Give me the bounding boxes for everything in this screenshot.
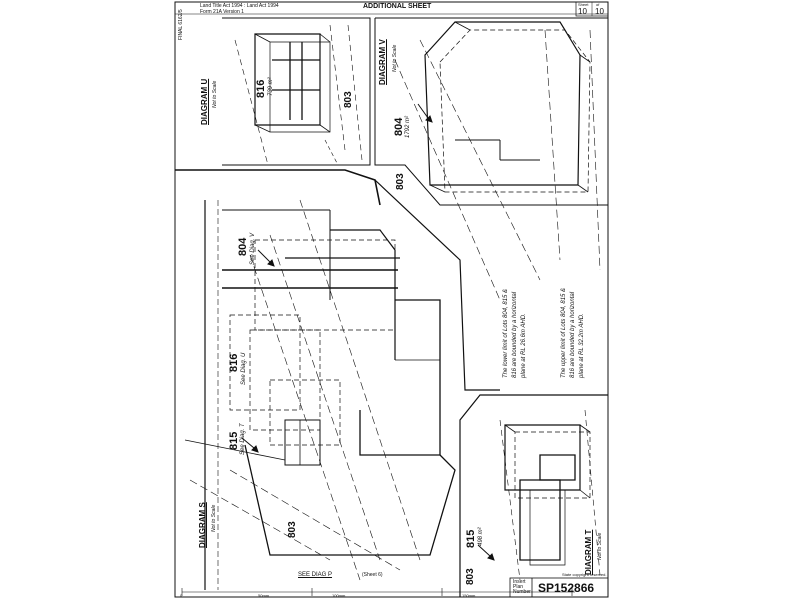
- diagram-t-title: DIAGRAM T: [584, 529, 593, 575]
- copyright-note: State copyright reserved.: [562, 572, 607, 577]
- main-lot-816: 816: [228, 353, 240, 372]
- scale-tick-100: 100mm: [332, 593, 346, 598]
- diagram-v-lot: 804: [393, 117, 405, 136]
- diagram-t-area: 498 m²: [478, 527, 484, 546]
- sheet-label: Sheet: [578, 2, 589, 7]
- main-lot-804: 804: [237, 237, 249, 256]
- note-upper-limit: The upper limit of Lots 804, 815 & 816 a…: [561, 287, 585, 378]
- legislation-line-1: Land Title Act 1994 : Land Act 1994: [200, 3, 279, 9]
- plan-number: SP152866: [538, 581, 595, 595]
- title-block: [509, 577, 609, 598]
- diagram-t-subtitle: Not to Scale: [597, 532, 603, 560]
- main-lot-804-ref: See Diag. V: [250, 232, 256, 265]
- diagram-v-area: 1792 m²: [405, 115, 411, 138]
- scale-tick-150: 150mm: [462, 593, 476, 598]
- main-lot-816-ref: See Diag. U: [241, 352, 247, 385]
- see-diag-p: SEE DIAG P: [298, 572, 333, 578]
- main-lot-815-ref: See Diag. T: [240, 423, 246, 455]
- scale-bar: [181, 588, 575, 596]
- main-diagram: [184, 179, 500, 590]
- diagram-s-lot: 803: [287, 521, 298, 538]
- boundary-line: [175, 169, 381, 206]
- page-title: ADDITIONAL SHEET: [363, 3, 432, 10]
- note-lower-limit: The lower limit of Lots 804, 815 & 816 a…: [503, 288, 527, 378]
- diagram-u: [222, 17, 371, 166]
- diagram-v-adjacent-lot: 803: [395, 173, 406, 190]
- diagram-s-subtitle: Not to Scale: [211, 504, 217, 532]
- diagram-u-lot: 816: [255, 79, 267, 98]
- of-label: of: [596, 2, 600, 7]
- number-label: Number: [513, 589, 531, 595]
- diagram-u-area: 739 m²: [268, 77, 274, 96]
- diagram-u-subtitle: Not to Scale: [212, 80, 218, 108]
- diagram-u-title: DIAGRAM U: [200, 78, 209, 125]
- diagram-t-adjacent-lot: 803: [465, 568, 476, 585]
- scale-tick-0: 0: [180, 593, 183, 598]
- form-code: FINAL 6162/5: [178, 9, 184, 40]
- sheet-number: 10: [578, 7, 587, 16]
- diagram-t: [459, 394, 608, 597]
- diagram-s-title: DIAGRAM S: [198, 502, 207, 548]
- diagram-v-subtitle: Not to Scale: [392, 44, 398, 72]
- diagram-v: [374, 17, 608, 301]
- diagram-u-adjacent-lot: 803: [343, 91, 354, 108]
- sheet-total: 10: [595, 7, 604, 16]
- sheet-ref: (Sheet 6): [362, 572, 383, 578]
- main-lot-815: 815: [228, 431, 240, 450]
- diagram-v-title: DIAGRAM V: [378, 39, 387, 85]
- scale-tick-50: 50mm: [258, 593, 270, 598]
- leader-arrows: [241, 103, 495, 561]
- plan-label: Plan: [513, 584, 524, 590]
- legislation-line-2: Form 21A Version 1: [200, 9, 244, 15]
- insert-label: Insert: [513, 579, 526, 585]
- diagram-t-lot: 815: [465, 529, 477, 548]
- sheet-border: [174, 1, 609, 598]
